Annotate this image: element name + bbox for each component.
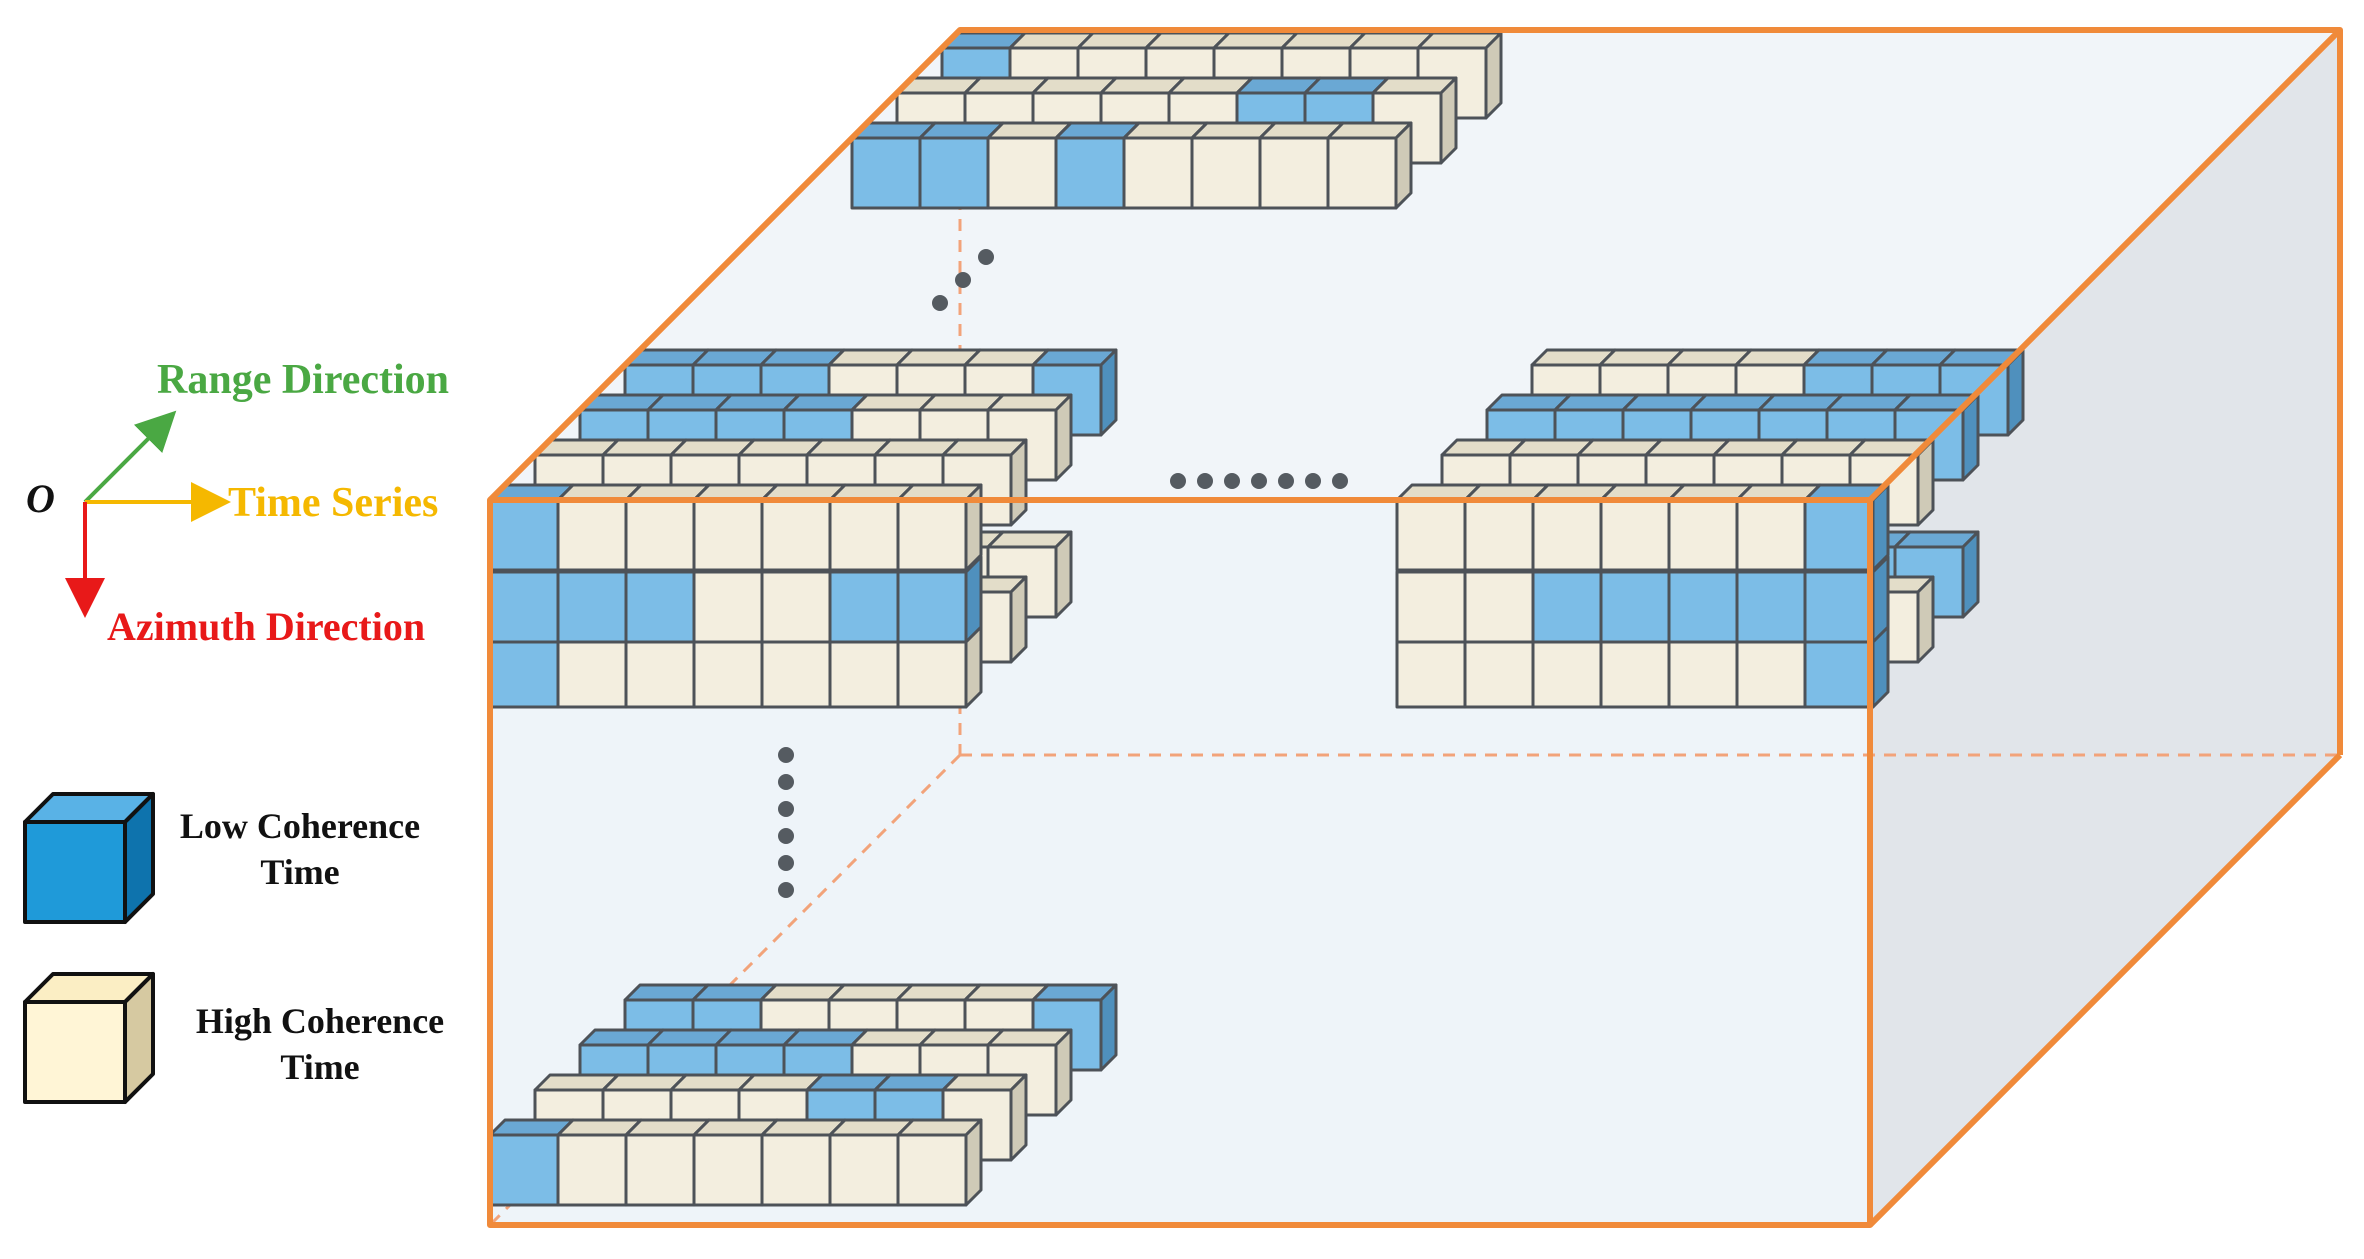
upper-right-stack (1395, 348, 2025, 709)
cube-outline-side-bottom (1867, 752, 2343, 1228)
top-stack (850, 31, 1503, 210)
vertical-ellipsis-dot (778, 774, 794, 790)
horizontal-ellipsis-dot (1305, 473, 1321, 489)
diagonal-ellipsis-dot (932, 295, 948, 311)
legend-high-line2: Time (280, 1047, 359, 1087)
top-stack-cell (1326, 121, 1413, 210)
vertical-ellipsis-dot (778, 747, 794, 763)
upper-left-stack (488, 348, 1118, 709)
horizontal-ellipsis-dot (1278, 473, 1294, 489)
legend: Low Coherence Time High Coherence Time (23, 792, 444, 1104)
top-stack-cell (1054, 121, 1141, 210)
vertical-ellipsis-dot (778, 882, 794, 898)
upper-left-stack-cell (896, 483, 983, 572)
vertical-ellipsis-dot (778, 855, 794, 871)
legend-item-low-coherence: Low Coherence Time (23, 792, 420, 924)
horizontal-ellipsis-dot (1170, 473, 1186, 489)
vertical-ellipsis-dot (778, 828, 794, 844)
ellipsis-dots (778, 249, 1348, 898)
bottom-stack-cell (896, 1118, 983, 1207)
vertical-ellipsis-dot (778, 801, 794, 817)
stacks-layer (488, 31, 2025, 1207)
diagonal-ellipsis-dot (955, 272, 971, 288)
range-direction-label: Range Direction (157, 357, 449, 403)
legend-low-line2: Time (260, 852, 339, 892)
upper-right-stack-lower-cell (1803, 620, 1890, 709)
low-coherence-cube-icon (23, 792, 155, 924)
cube-outline (487, 27, 2343, 1228)
diagonal-ellipsis-dot (978, 249, 994, 265)
azimuth-direction-label: Azimuth Direction (107, 604, 425, 649)
horizontal-ellipsis-dot (1332, 473, 1348, 489)
bottom-stack (488, 983, 1118, 1207)
time-series-label: Time Series (228, 480, 438, 526)
cube-outline-front (487, 497, 1873, 1228)
horizontal-ellipsis-dot (1251, 473, 1267, 489)
legend-high-line1: High Coherence (196, 1001, 444, 1041)
axes-indicator: O Range Direction Time Series Azimuth Di… (26, 357, 449, 649)
legend-low-line1: Low Coherence (180, 806, 420, 846)
horizontal-ellipsis-dot (1197, 473, 1213, 489)
range-direction-arrow (83, 410, 177, 504)
legend-item-high-coherence: High Coherence Time (23, 972, 444, 1104)
cube-outline-top-edges (487, 27, 2343, 503)
high-coherence-cube-icon (23, 972, 155, 1104)
origin-label: O (26, 476, 55, 521)
horizontal-ellipsis-dot (1224, 473, 1240, 489)
cube-side-face (1870, 30, 2340, 1225)
